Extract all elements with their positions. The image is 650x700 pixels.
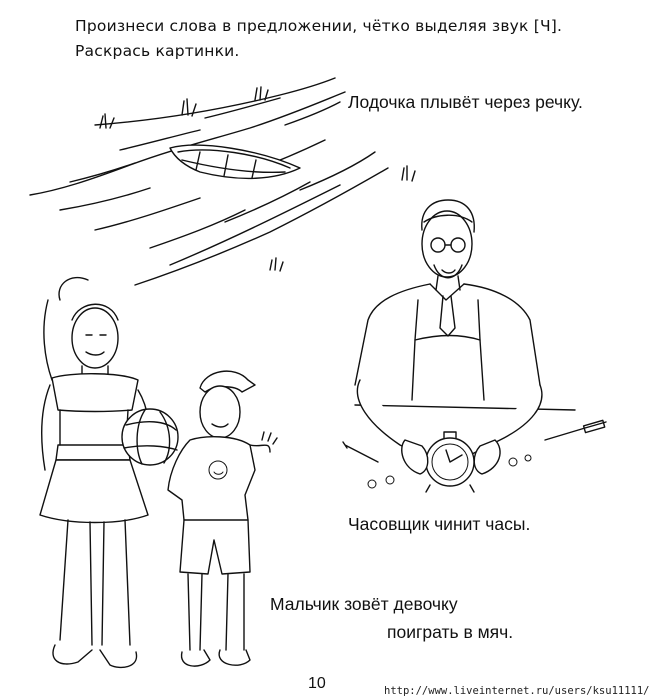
page-number: 10 bbox=[308, 675, 326, 692]
caption-watchmaker: Часовщик чинит часы. bbox=[348, 514, 531, 534]
caption-boy-line-2: поиграть в мяч. bbox=[387, 622, 514, 642]
watermark-url: http://www.liveinternet.ru/users/ksu1111… bbox=[384, 685, 650, 697]
caption-boat: Лодочка плывёт через речку. bbox=[348, 92, 583, 112]
instruction-line-2: Раскрась картинки. bbox=[75, 42, 240, 60]
caption-boy-line-1: Мальчик зовёт девочку bbox=[270, 594, 458, 614]
instruction-line-1: Произнеси слова в предложении, чётко выд… bbox=[75, 17, 563, 35]
